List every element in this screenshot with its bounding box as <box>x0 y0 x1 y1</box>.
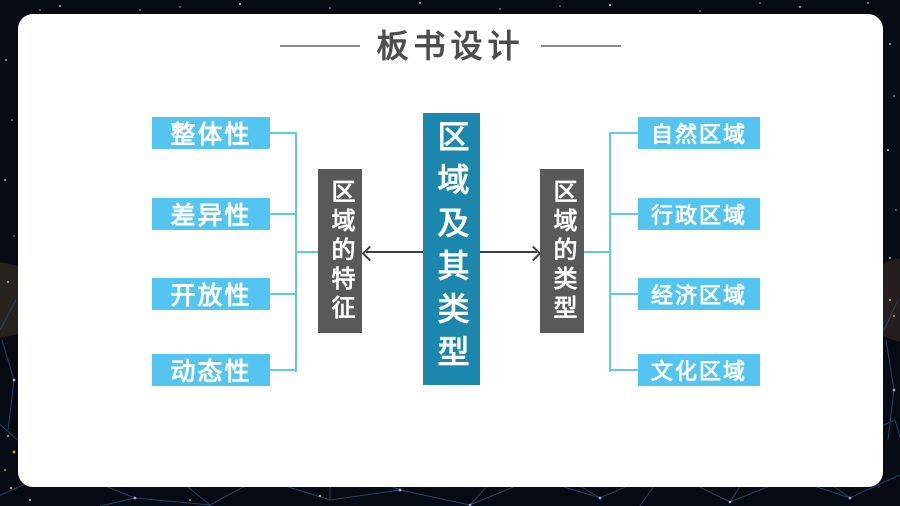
title-row: 板书设计 <box>18 30 883 62</box>
right-group-box: 区域的类型 <box>540 169 584 333</box>
type-item-box: 自然区域 <box>638 117 760 149</box>
slide-card: 板书设计 整体性 差异性 开放性 动态性 自然区域 行政区域 经济区域 文化区域… <box>18 14 883 487</box>
title-line-left <box>280 45 361 47</box>
arrow-left-icon <box>361 245 378 261</box>
feature-item-box: 动态性 <box>152 354 270 386</box>
left-bracket-stub <box>270 293 297 295</box>
title-line-right <box>540 45 621 47</box>
type-item-box: 行政区域 <box>638 198 760 230</box>
right-bracket-stub <box>609 369 638 371</box>
left-bracket-stub <box>270 213 297 215</box>
center-topic-box: 区域及其类型 <box>423 113 480 385</box>
feature-item-box: 开放性 <box>152 278 270 310</box>
type-item-box: 文化区域 <box>638 354 760 386</box>
feature-item-box: 差异性 <box>152 198 270 230</box>
left-group-box: 区域的特征 <box>318 169 362 333</box>
left-arrow-line <box>366 251 423 253</box>
left-bracket-stub <box>270 369 297 371</box>
page-title: 板书设计 <box>376 28 525 64</box>
left-bracket-stub <box>270 132 297 134</box>
right-bracket-stub <box>609 293 638 295</box>
arrow-right-icon <box>525 245 542 261</box>
right-bracket-stub <box>609 213 638 215</box>
type-item-box: 经济区域 <box>638 278 760 310</box>
right-bracket-vline <box>609 133 611 372</box>
right-arrow-line <box>480 251 537 253</box>
left-bracket-mid-line <box>295 251 318 253</box>
feature-item-box: 整体性 <box>152 117 270 149</box>
right-bracket-stub <box>609 132 638 134</box>
right-bracket-mid-line <box>584 251 609 253</box>
